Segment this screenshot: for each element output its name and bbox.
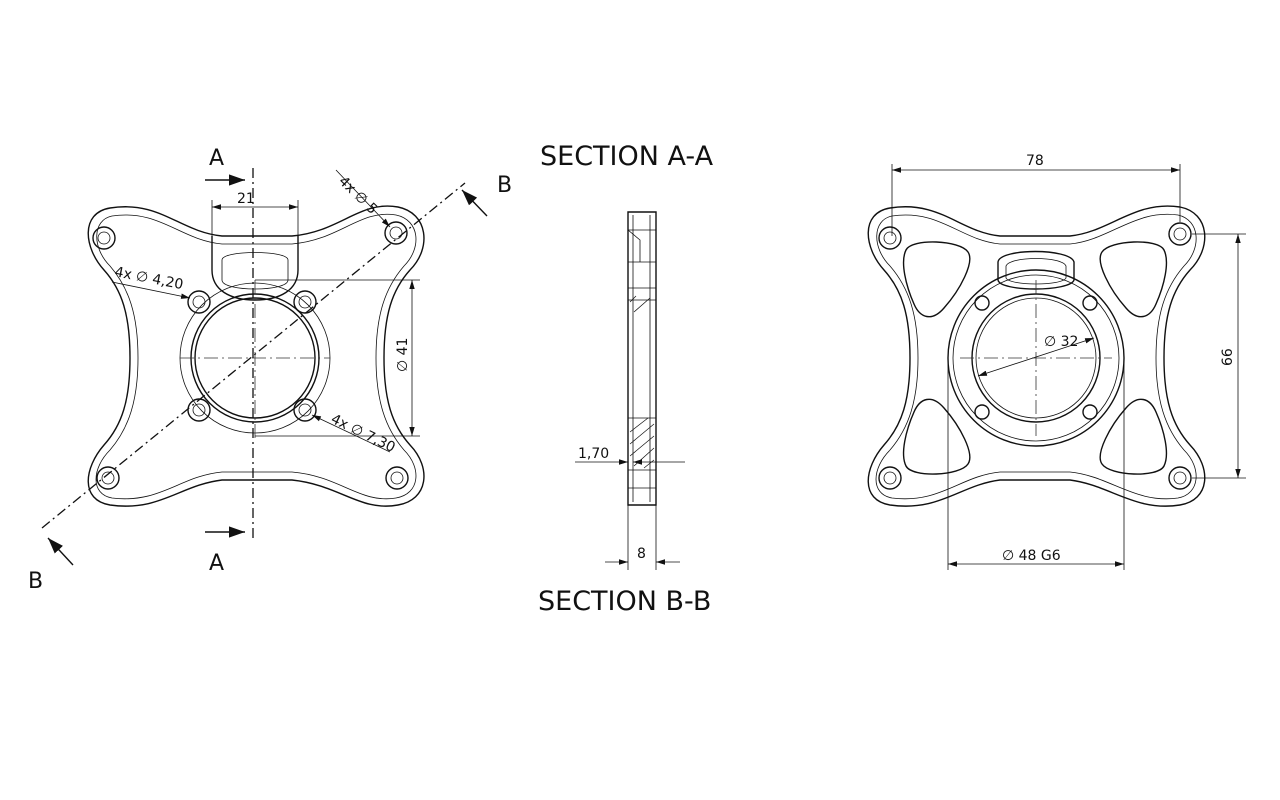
dim-slot-width: 21 <box>237 191 255 207</box>
dim-counterbore: 4x ∅ 7,30 <box>328 411 397 456</box>
dim-inner-holes: 4x ∅ 4,20 <box>113 264 184 293</box>
front-outline <box>87 205 425 507</box>
section-line-b <box>41 182 466 529</box>
label-a-bottom: A <box>209 551 224 576</box>
front-corner-holes <box>92 221 409 490</box>
rear-pockets <box>902 241 1168 475</box>
section-bb-title: SECTION B-B <box>538 586 711 617</box>
label-b-top: B <box>497 173 512 198</box>
dim-corner-holes: 4x ∅ 5 <box>335 173 380 217</box>
section-profile <box>627 211 657 506</box>
rear-holes <box>878 222 1192 490</box>
label-a-top: A <box>209 146 224 171</box>
section-aa-title: SECTION A-A <box>540 141 714 172</box>
front-view: 21 ∅ 41 4x ∅ 5 4x ∅ 4,20 4x ∅ 7,30 A A B… <box>28 146 512 594</box>
dim-rear-bore: ∅ 32 <box>1044 334 1078 350</box>
rear-outline <box>867 205 1206 507</box>
rear-outline-inner <box>875 213 1197 500</box>
dim-thickness: 8 <box>637 546 646 562</box>
label-b-bottom: B <box>28 569 43 594</box>
front-inner-holes <box>187 290 317 422</box>
dim-bore-41: ∅ 41 <box>395 338 411 372</box>
section-view: SECTION A-A SECTION B-B 1,70 <box>538 141 714 617</box>
dim-spigot: ∅ 48 G6 <box>1002 548 1061 564</box>
rear-view: 78 66 ∅ 32 ∅ 48 G6 <box>867 153 1246 570</box>
dim-hole-spacing: 66 <box>1220 348 1236 366</box>
dim-step: 1,70 <box>578 446 609 462</box>
front-outline-inner <box>95 213 417 500</box>
dim-overall-width: 78 <box>1026 153 1044 169</box>
section-hatching <box>629 295 655 469</box>
